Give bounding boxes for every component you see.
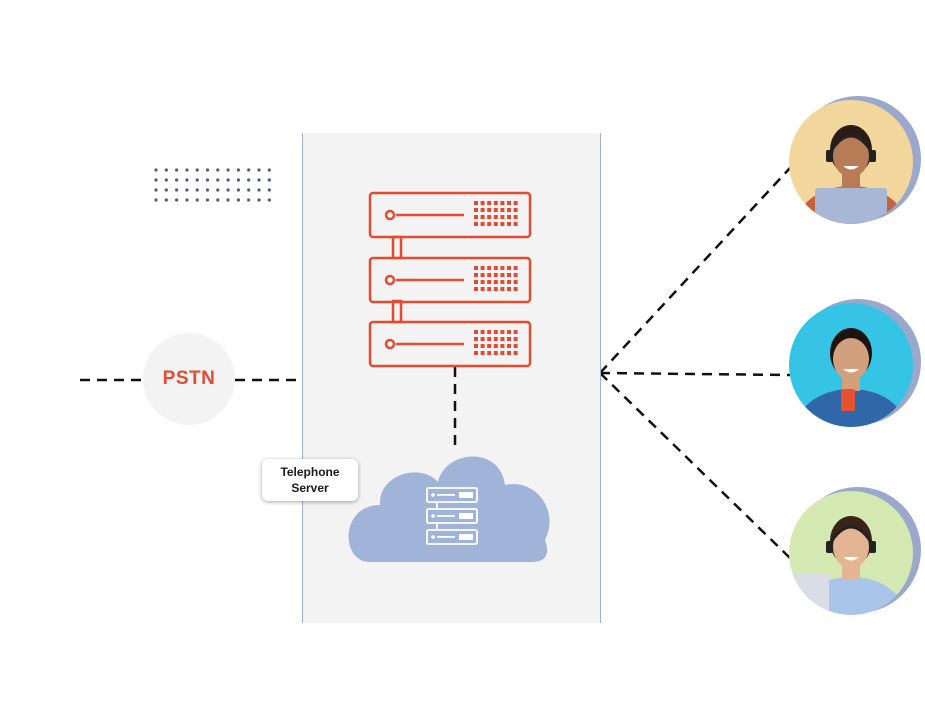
cloud-server-icon bbox=[348, 456, 550, 562]
telephone-server-label: Telephone Server bbox=[262, 459, 358, 501]
agent-avatar-icon bbox=[789, 299, 921, 427]
dot-grid-decoration bbox=[154, 168, 271, 202]
server-rack-icon bbox=[368, 191, 532, 368]
agent-avatar-icon bbox=[789, 96, 921, 224]
pstn-label: PSTN bbox=[162, 368, 216, 389]
rack-unit bbox=[368, 320, 532, 368]
pstn-node: PSTN bbox=[143, 333, 235, 425]
connector-agent-2 bbox=[599, 371, 791, 377]
rack-unit bbox=[368, 191, 532, 239]
rack-unit bbox=[368, 256, 532, 304]
telephone-server-label-text: Telephone Server bbox=[280, 465, 340, 495]
agent-avatar-icon bbox=[789, 487, 921, 615]
connector-agent-1 bbox=[599, 167, 791, 374]
